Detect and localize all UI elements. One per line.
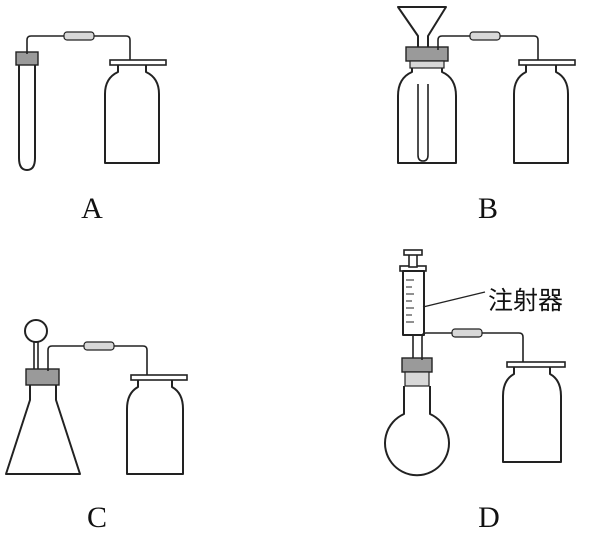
gas-collection-bottle bbox=[513, 63, 569, 164]
syringe-scale bbox=[406, 279, 414, 323]
apparatus-label-b: B bbox=[478, 192, 498, 225]
stopper-neck bbox=[409, 60, 445, 69]
rubber-connector bbox=[63, 31, 95, 41]
glass-plate bbox=[130, 374, 188, 381]
inner-test-tube bbox=[417, 84, 429, 162]
stopper-neck bbox=[404, 371, 430, 387]
apparatus-a: A bbox=[15, 31, 167, 225]
apparatus-label-a: A bbox=[81, 192, 103, 225]
syringe-leader-line bbox=[422, 291, 486, 308]
glass-plate bbox=[506, 361, 566, 368]
apparatus-d: 注射器 D bbox=[384, 249, 566, 534]
rubber-connector bbox=[469, 31, 501, 41]
apparatus-label-c: C bbox=[87, 501, 107, 534]
dropping-funnel-bulb bbox=[24, 319, 48, 343]
conical-flask bbox=[5, 383, 81, 475]
glass-plate bbox=[109, 59, 167, 66]
reaction-bottle bbox=[397, 66, 457, 164]
gas-collection-bottle bbox=[104, 63, 160, 164]
round-bottom-flask bbox=[384, 386, 450, 477]
rubber-stopper bbox=[25, 368, 60, 386]
rubber-connector bbox=[83, 341, 115, 351]
syringe-barrel bbox=[402, 270, 425, 336]
apparatus-c: C bbox=[5, 319, 188, 534]
gas-collection-bottle bbox=[502, 365, 562, 463]
rubber-connector bbox=[451, 328, 483, 338]
syringe-plunger-cap bbox=[403, 249, 423, 256]
rubber-stopper bbox=[405, 46, 449, 62]
syringe-callout: 注射器 bbox=[488, 286, 563, 315]
rubber-stopper bbox=[401, 357, 433, 373]
apparatus-b: B bbox=[397, 6, 576, 225]
gas-collection-bottle bbox=[126, 378, 184, 475]
test-tube bbox=[18, 63, 36, 171]
apparatus-label-d: D bbox=[478, 501, 500, 534]
glass-plate bbox=[518, 59, 576, 66]
